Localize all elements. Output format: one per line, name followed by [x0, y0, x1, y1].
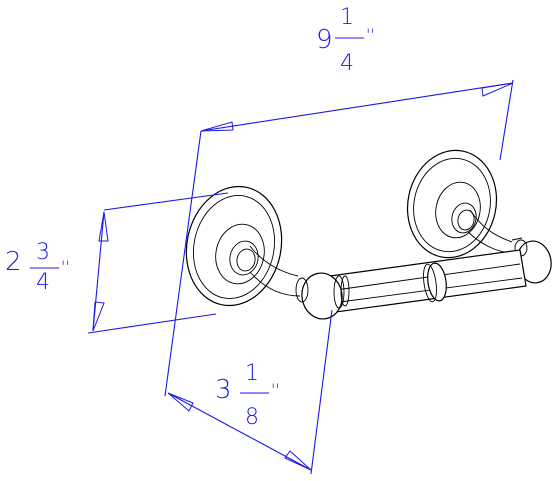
- dimension-lines: [87, 79, 514, 475]
- height-unit: '': [61, 257, 70, 276]
- dimension-label-depth: 3 1 8 '': [215, 361, 280, 430]
- height-whole: 2: [5, 247, 22, 277]
- left-end-cap: [295, 272, 350, 320]
- height-denominator: 4: [36, 270, 50, 295]
- depth-numerator: 1: [245, 361, 259, 386]
- depth-denominator: 8: [245, 405, 259, 430]
- toilet-paper-holder: [185, 149, 552, 320]
- left-rosette: [185, 185, 301, 307]
- dimension-label-width: 9 1 4 '': [316, 5, 375, 76]
- width-unit: '': [366, 25, 375, 44]
- roller-bar: [329, 249, 527, 313]
- depth-whole: 3: [215, 375, 232, 405]
- right-rosette: [406, 149, 516, 259]
- width-whole: 9: [316, 25, 333, 55]
- width-denominator: 4: [340, 51, 354, 76]
- width-numerator: 1: [340, 5, 354, 30]
- height-numerator: 3: [36, 240, 50, 265]
- depth-unit: '': [271, 380, 280, 399]
- dimension-label-height: 2 3 4 '': [5, 240, 70, 295]
